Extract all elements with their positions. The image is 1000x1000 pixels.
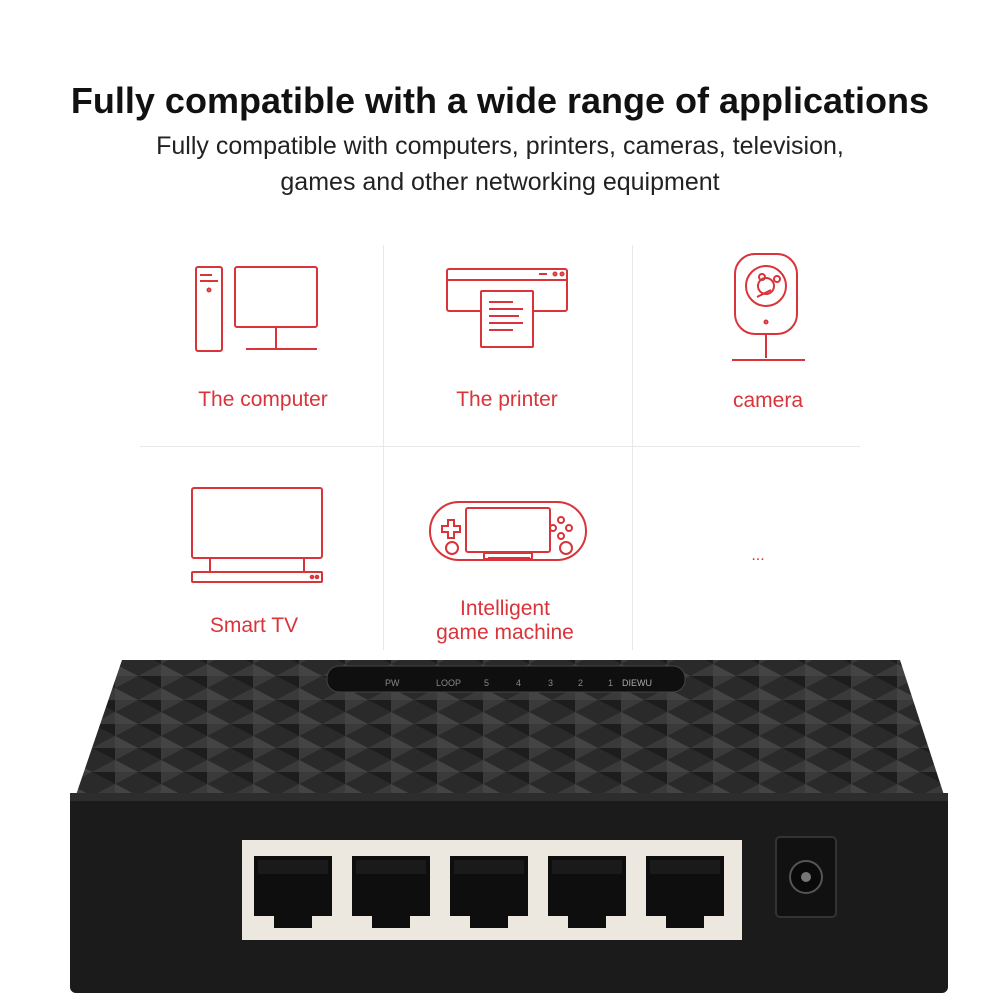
subtitle-line-2: games and other networking equipment — [280, 168, 720, 196]
tv-icon — [191, 487, 323, 583]
led-label-port-5: 5 — [484, 678, 489, 688]
device-label-computer: The computer — [198, 388, 328, 411]
switch-top — [76, 660, 944, 795]
brand-logo: DIEWU — [622, 678, 652, 688]
ethernet-port-5 — [254, 856, 332, 928]
led-label-port-1: 1 — [608, 678, 613, 688]
grid-divider — [140, 446, 860, 447]
grid-divider — [632, 245, 633, 650]
device-label-game-line2: game machine — [436, 621, 574, 644]
power-jack — [775, 836, 837, 918]
ethernet-port-2 — [548, 856, 626, 928]
led-label-loop: LOOP — [436, 678, 461, 688]
ethernet-port-1 — [646, 856, 724, 928]
led-label-port-3: 3 — [548, 678, 553, 688]
led-panel — [326, 665, 686, 693]
led-label-pw: PW — [385, 678, 400, 688]
more-icon: ... — [751, 547, 765, 564]
device-label-camera: camera — [732, 389, 804, 412]
camera-icon — [732, 253, 805, 361]
page-title: Fully compatible with a wide range of ap… — [70, 80, 930, 121]
device-label-game-line1: Intelligent — [460, 597, 550, 620]
led-label-port-4: 4 — [516, 678, 521, 688]
network-switch: PW LOOP 5 4 3 2 1 DIEWU — [70, 660, 948, 993]
device-label-tv: Smart TV — [209, 614, 299, 637]
ethernet-port-3 — [450, 856, 528, 928]
grid-divider — [383, 245, 384, 650]
led-label-port-2: 2 — [578, 678, 583, 688]
computer-icon — [195, 266, 318, 352]
ethernet-port-4 — [352, 856, 430, 928]
ethernet-ports — [254, 856, 724, 928]
gamepad-icon — [429, 501, 587, 561]
device-label-printer: The printer — [456, 388, 558, 411]
subtitle-line-1: Fully compatible with computers, printer… — [156, 132, 844, 160]
printer-icon — [446, 268, 568, 348]
device-label-game: Intelligent game machine — [385, 597, 625, 645]
